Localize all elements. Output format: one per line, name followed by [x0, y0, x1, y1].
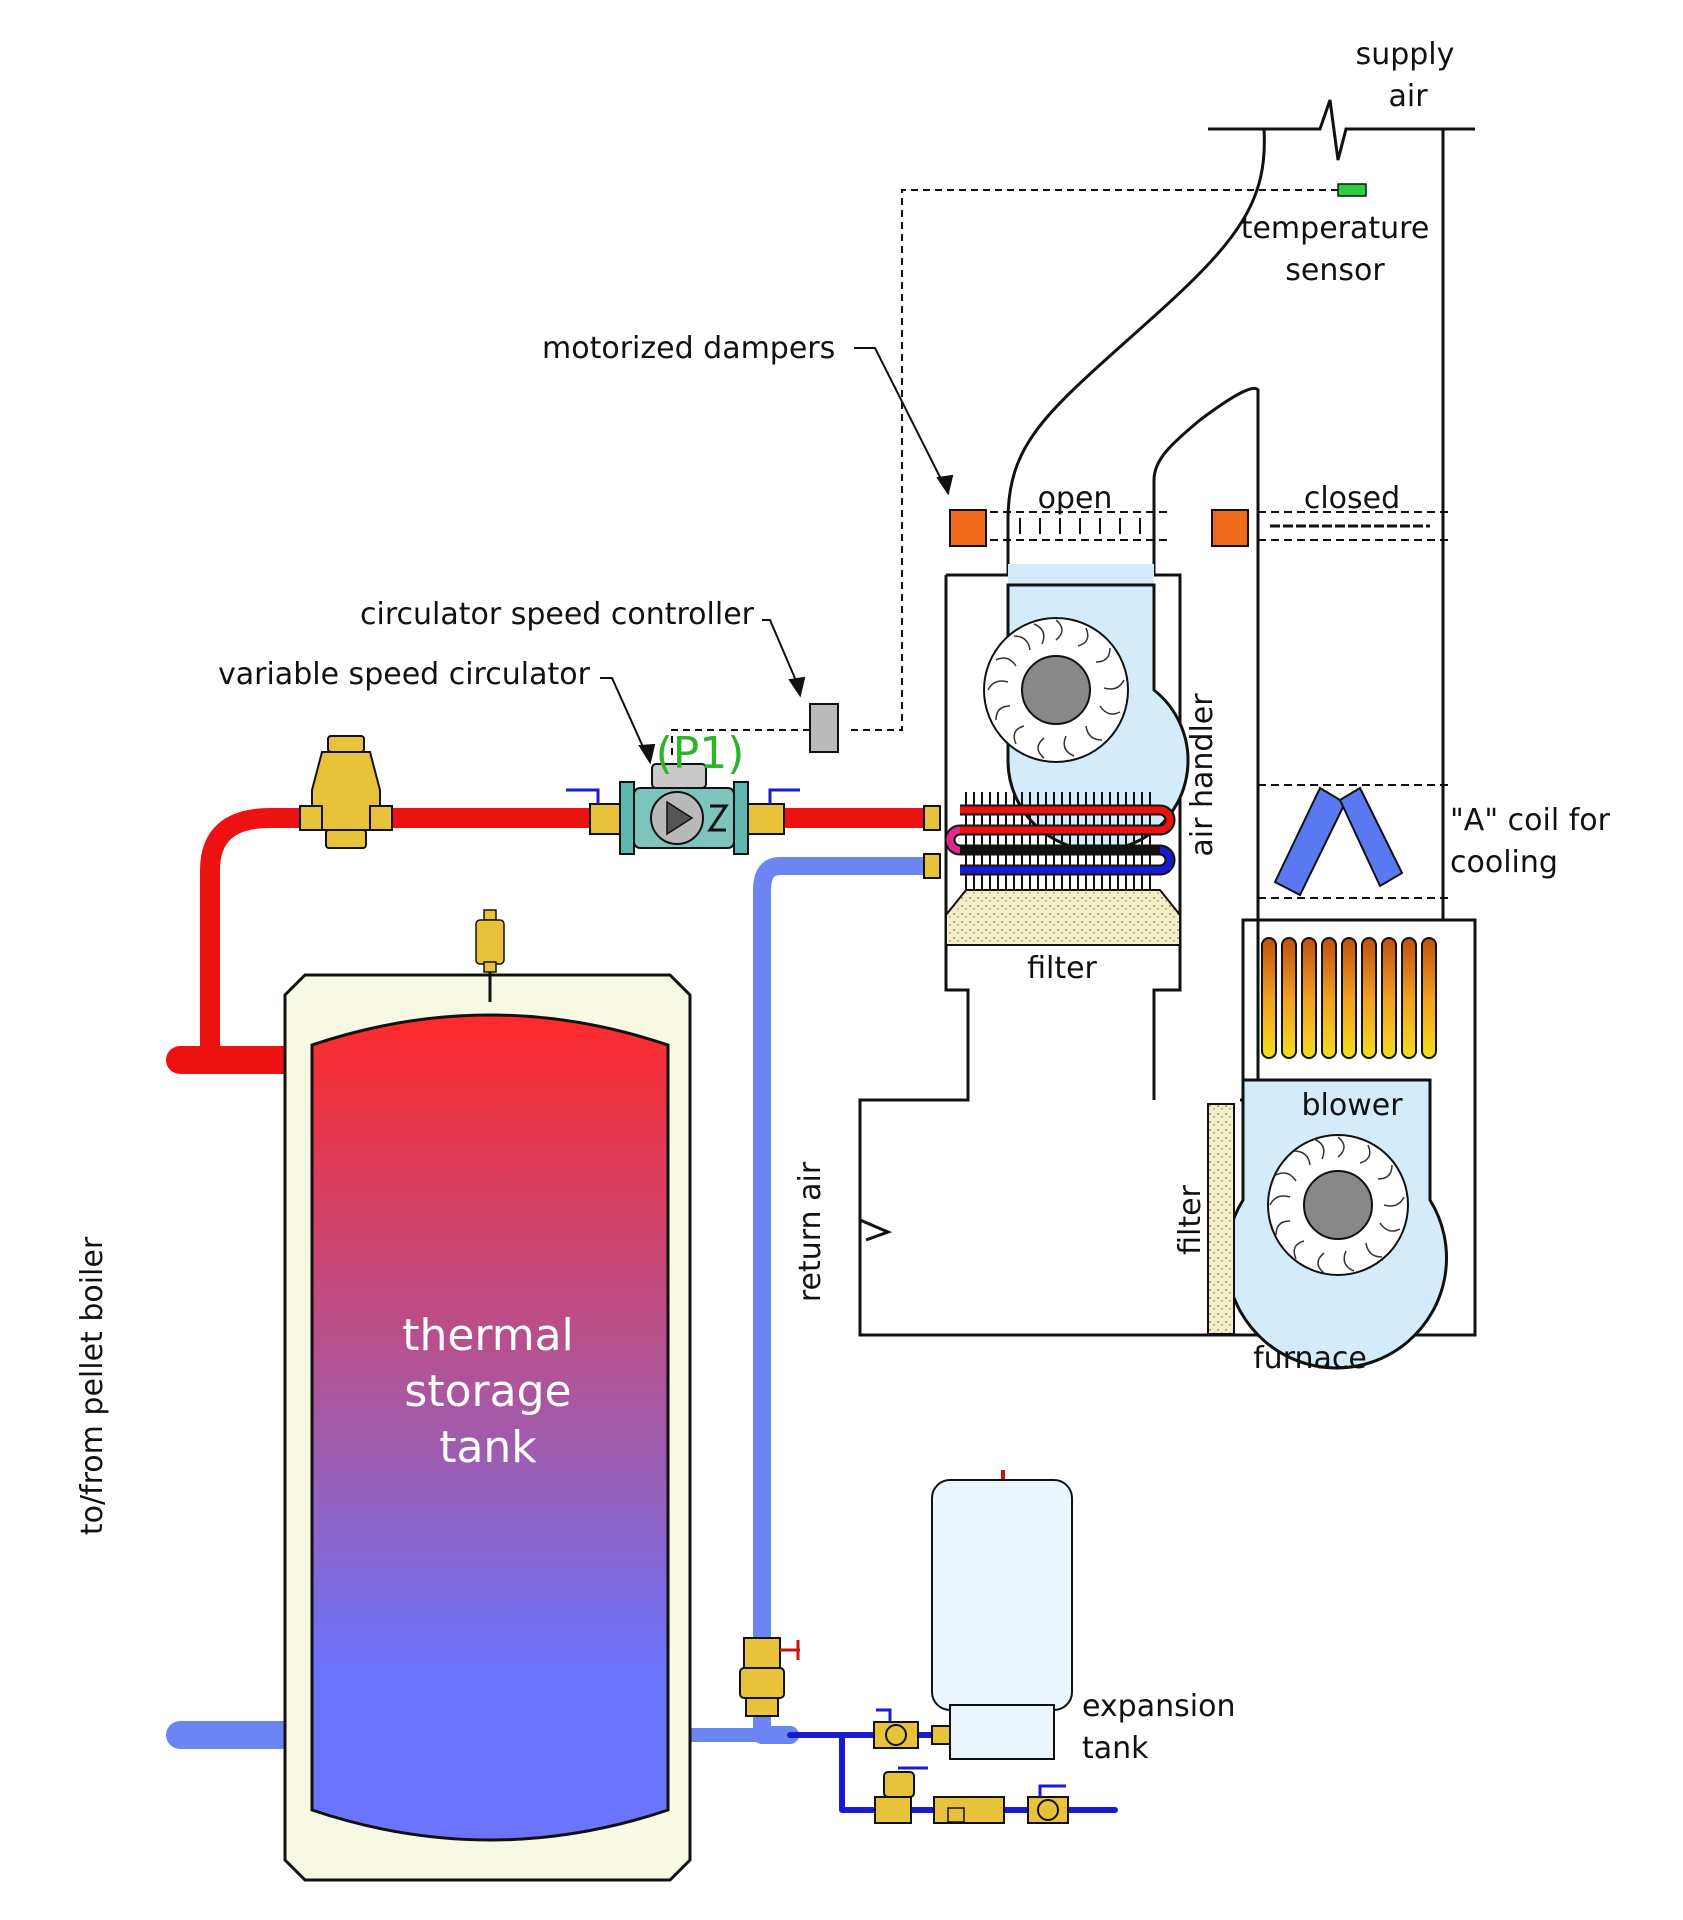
expansion-tank-label-1: expansion: [1082, 1689, 1235, 1724]
air-handler-housing-left: [858, 575, 1477, 1337]
controller-to-pump-wiring: [671, 729, 810, 760]
air-handler-supply-duct-inner: [1152, 386, 1260, 1060]
air-handler-filter: [945, 889, 1181, 946]
furnace-filter: [1207, 1103, 1235, 1335]
thermal-storage-tank: [283, 970, 692, 1882]
air-separator-icon: [299, 735, 393, 849]
temperature-sensor-label-2: sensor: [1285, 253, 1385, 288]
piping: [166, 808, 1118, 1813]
air-handler-blower: [983, 583, 1190, 852]
expansion-tank-icon: [931, 1470, 1073, 1760]
leader-lines: [600, 347, 954, 765]
control-wiring: [848, 189, 1338, 731]
furnace-label: furnace: [1253, 1341, 1367, 1376]
thermal-storage-tank-label-2: storage: [404, 1366, 571, 1417]
circulator-speed-controller: [809, 703, 839, 753]
pellet-boiler-label: to/from pellet boiler: [75, 1236, 110, 1535]
motorized-dampers-label: motorized dampers: [542, 331, 835, 366]
a-coil-label-1: "A" coil for: [1450, 803, 1611, 838]
damper-actuator-closed: [1211, 509, 1249, 547]
supply-duct-top: [1208, 99, 1475, 161]
variable-speed-circulator-label: variable speed circulator: [218, 657, 591, 692]
coil-supply-union: [923, 805, 941, 831]
temperature-sensor-icon: [1337, 183, 1367, 197]
a-coil: [1273, 786, 1404, 897]
furnace-blower: [1225, 1078, 1448, 1370]
furnace-heat-exchanger: [1261, 937, 1437, 1059]
furnace-filter-label: filter: [1173, 1184, 1208, 1254]
return-air-label: return air: [793, 1161, 828, 1302]
supply-air-label-2: air: [1388, 79, 1428, 114]
makeup-water-assembly-icon: [874, 1766, 1069, 1824]
closed-damper-label: closed: [1304, 481, 1400, 516]
temperature-sensor-label-1: temperature: [1241, 211, 1430, 246]
blower-label: blower: [1301, 1088, 1403, 1123]
open-damper-blades: [1019, 518, 1141, 534]
thermal-storage-tank-label-1: thermal: [402, 1310, 574, 1361]
supply-air-label-1: supply: [1356, 37, 1455, 72]
variable-speed-circulator-icon: [566, 763, 800, 855]
damper-actuator-open: [949, 509, 987, 547]
a-coil-label-2: cooling: [1450, 845, 1558, 880]
expansion-isolation-valve-icon: [873, 1708, 919, 1749]
damper-frames: [990, 511, 1450, 899]
purge-valve-icon: [739, 1637, 800, 1717]
air-handler-filter-label: filter: [1027, 951, 1097, 986]
air-handler-label: air handler: [1185, 693, 1220, 857]
expansion-tank-label-2: tank: [1082, 1731, 1149, 1766]
air-handler-supply-duct-outer: [1006, 128, 1266, 575]
thermal-storage-tank-label-3: tank: [439, 1422, 537, 1473]
air-handler-coil: [944, 792, 1176, 890]
pump-id-label: (P1): [656, 728, 745, 779]
open-damper-label: open: [1038, 481, 1113, 516]
coil-return-union: [923, 853, 941, 879]
tank-air-vent-icon: [475, 909, 505, 973]
return-air-break: [859, 1218, 893, 1242]
furnace-top-left: [1241, 918, 1258, 1100]
circulator-speed-controller-label: circulator speed controller: [360, 597, 755, 632]
